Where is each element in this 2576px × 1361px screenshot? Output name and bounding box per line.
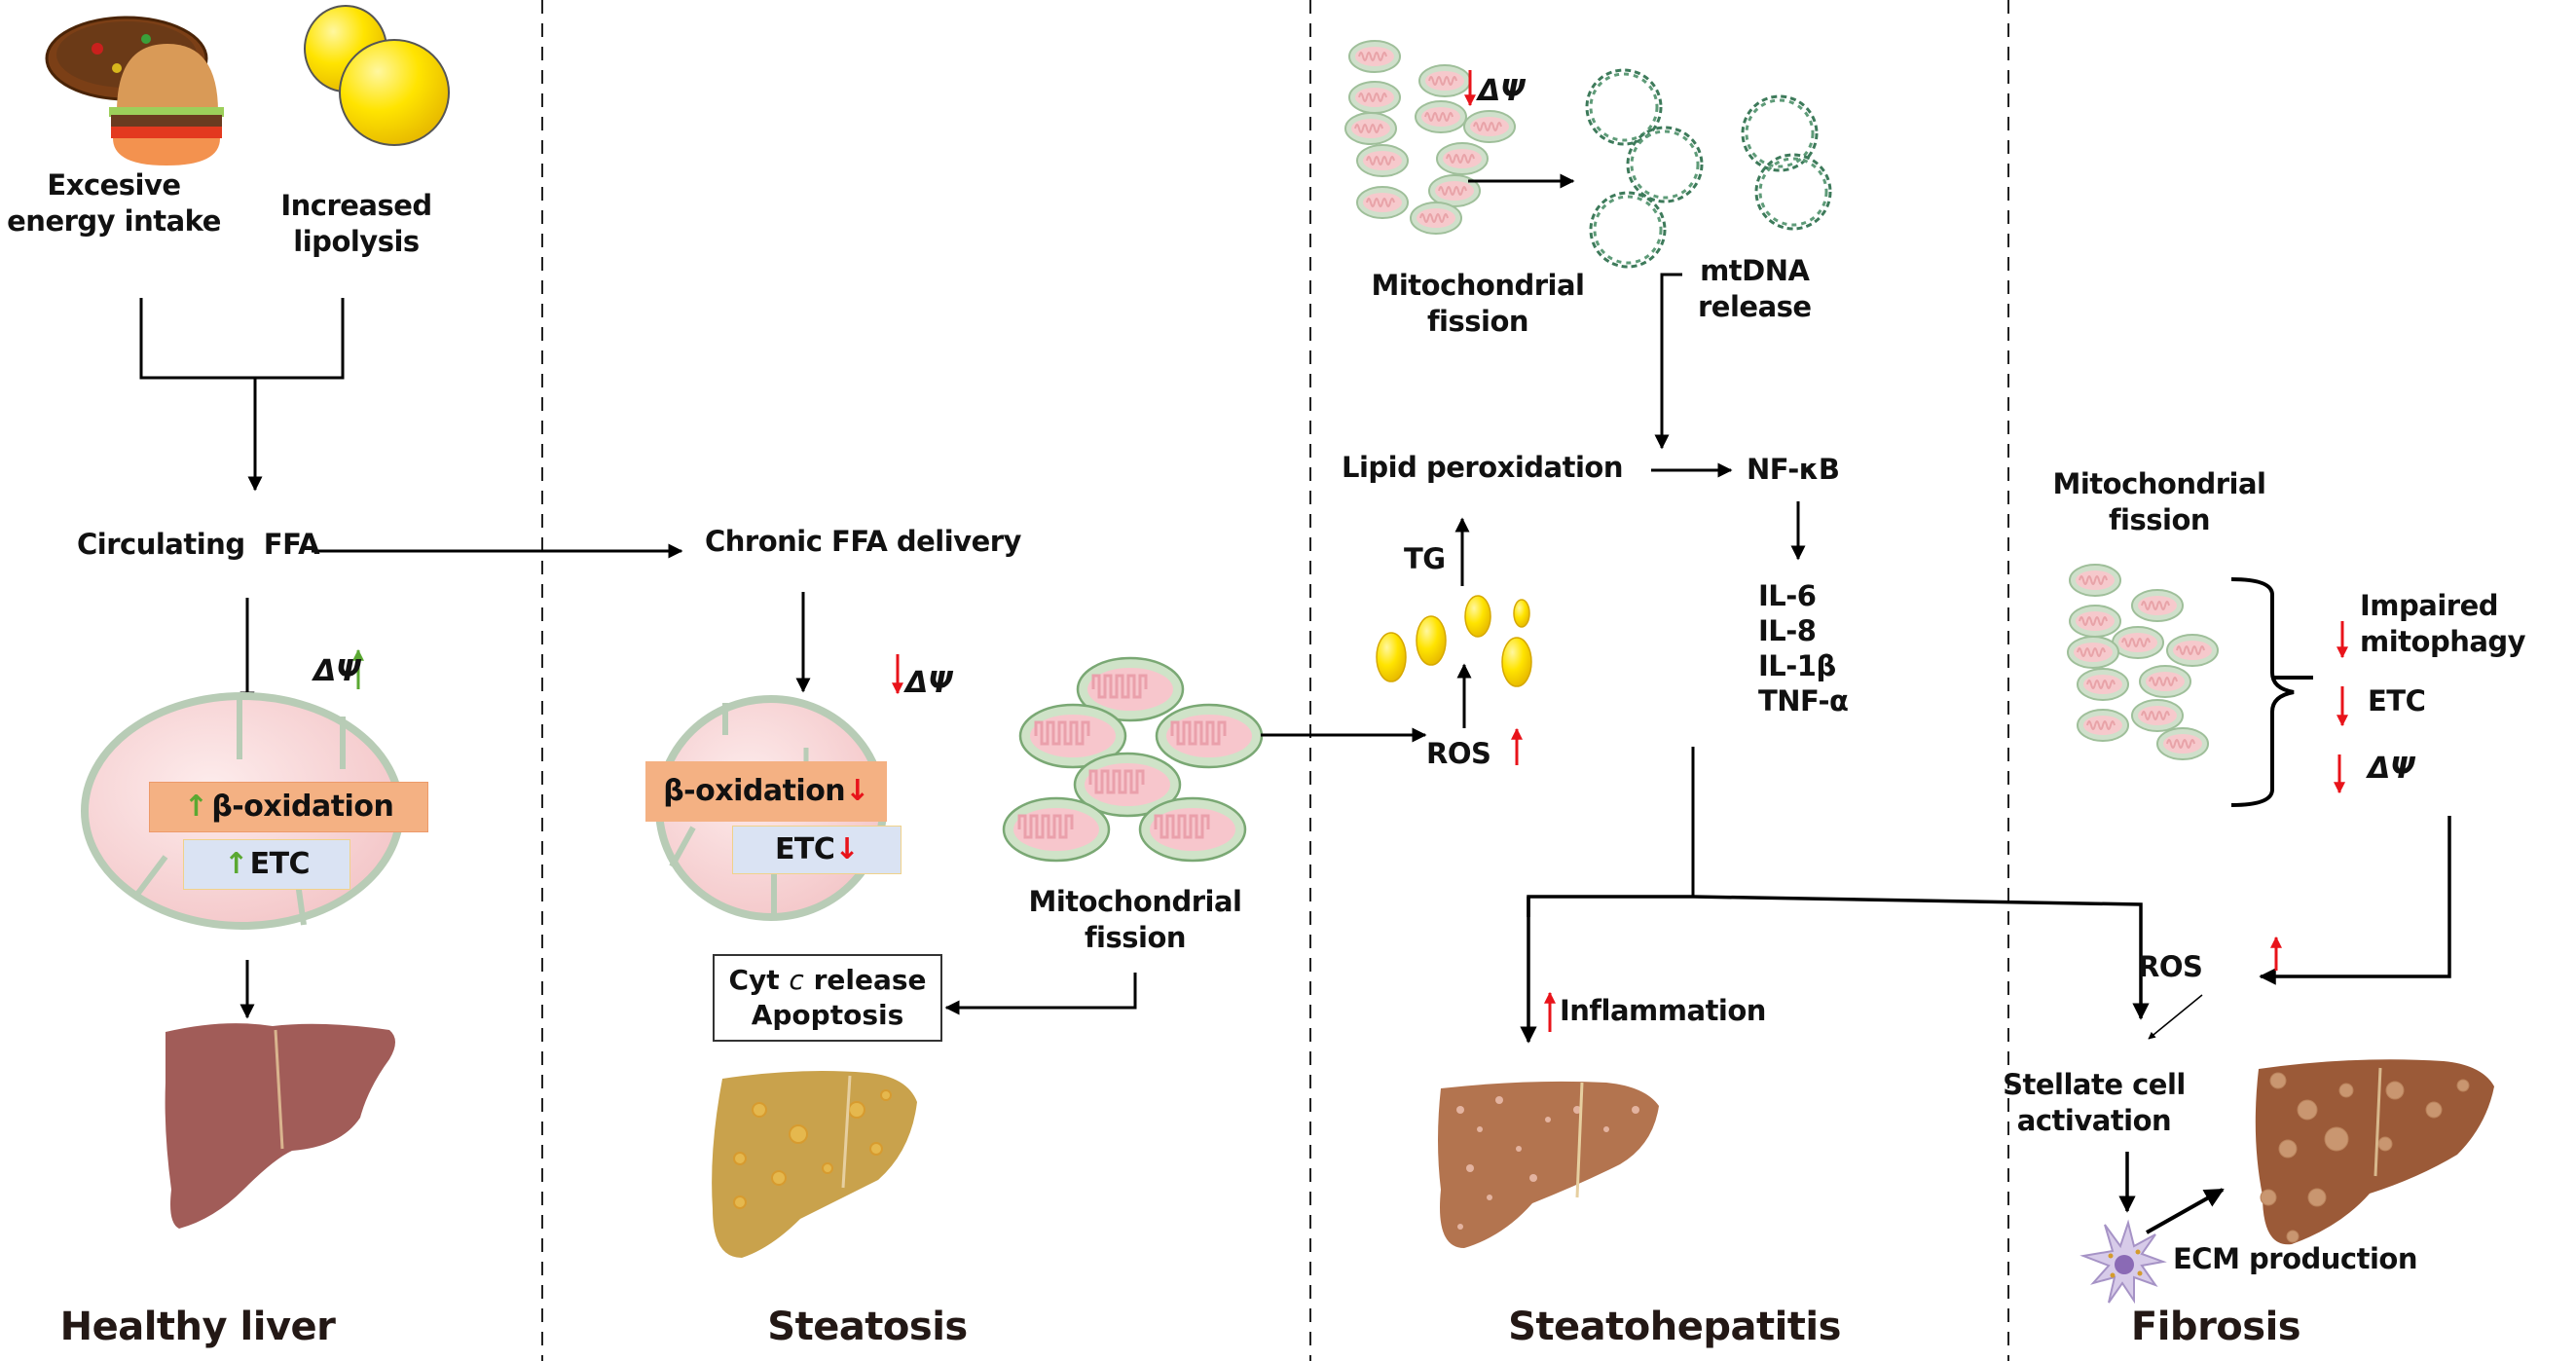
cytokine-il8: IL-8 [1758, 614, 1817, 647]
fragmented-mitochondria-fibrosis [2067, 564, 2219, 760]
mitochondrial-fission-label-nash: Mitochondrial fission [1371, 268, 1585, 340]
cyt-c-release-label: Cyt c release [715, 963, 940, 998]
delta-psi-healthy: ΔΨ [313, 654, 361, 688]
ros-label-fibrosis: ROS [2138, 950, 2203, 983]
beta-oxidation-label: β-oxidation [663, 774, 846, 808]
tg-label: TG [1404, 542, 1446, 575]
down-arrow-icon: ↓ [845, 774, 869, 808]
cytokine-il6: IL-6 [1758, 579, 1817, 612]
apoptosis-label: Apoptosis [751, 999, 904, 1031]
up-arrow-icon: ↑ [183, 790, 208, 824]
stage-title-fibrosis: Fibrosis [2130, 1305, 2301, 1349]
cytokine-list: IL-6 IL-8 IL-1β TNF-α [1758, 578, 1849, 718]
label-line: Impaired [2360, 589, 2499, 622]
delta-psi-fibrosis: ΔΨ [2368, 752, 2415, 786]
etc-label: ETC [774, 832, 835, 866]
steatohepatitis-liver-image [1438, 1081, 1659, 1248]
text: Cyt [728, 964, 790, 996]
fragmented-mitochondria-nash [1344, 40, 1516, 235]
chronic-ffa-delivery-label: Chronic FFA delivery [705, 525, 1021, 558]
mtdna-release-label: mtDNA release [1698, 253, 1812, 325]
impaired-mitophagy-label: Impaired mitophagy [2360, 588, 2526, 660]
label-line: fission [1084, 921, 1187, 954]
label-line: Mitochondrial [1028, 885, 1242, 918]
down-arrow-icon: ↓ [834, 832, 860, 866]
beta-oxidation-box-healthy: ↑ β-oxidation [149, 782, 428, 832]
ros-label-nash: ROS [1426, 737, 1491, 770]
beta-oxidation-label: β-oxidation [211, 790, 394, 824]
label-line: activation [2016, 1104, 2172, 1137]
fat-droplets-icon [304, 5, 450, 146]
label-line: fission [1426, 305, 1529, 338]
text: release [803, 964, 927, 996]
label-line: mtDNA [1700, 254, 1810, 287]
label-line: release [1698, 290, 1812, 323]
label-line: Excesive [47, 168, 181, 202]
etc-label-fibrosis: ETC [2368, 684, 2426, 717]
mitochondrial-fission-label-steatosis: Mitochondrial fission [1028, 884, 1242, 956]
circulating-ffa-label: Circulating FFA [77, 528, 320, 561]
label-line: Increased [280, 189, 432, 222]
nfkb-label: NF-κB [1747, 453, 1840, 486]
increased-lipolysis-label: Increased lipolysis [280, 188, 432, 260]
ecm-production-label: ECM production [2173, 1242, 2418, 1275]
stage-title-steatohepatitis: Steatohepatitis [1508, 1305, 1841, 1349]
delta-psi-steatosis: ΔΨ [905, 666, 953, 700]
cytokine-tnfa: TNF-α [1758, 684, 1849, 717]
fragmented-mitochondria-steatosis [1002, 656, 1264, 863]
fibrosis-liver-image [2255, 1059, 2494, 1245]
label-line: mitophagy [2360, 625, 2526, 658]
etc-box-steatosis: ETC ↓ [732, 826, 902, 874]
stage-title-healthy: Healthy liver [59, 1305, 336, 1349]
lipid-droplets [1376, 595, 1532, 687]
label-line: Mitochondrial [2052, 467, 2266, 500]
beta-oxidation-box-steatosis-fill: β-oxidation ↓ [645, 761, 887, 822]
junk-food-icon [45, 16, 224, 166]
label-line: energy intake [7, 204, 221, 238]
inflammation-label: Inflammation [1560, 994, 1766, 1027]
lipid-peroxidation-label: Lipid peroxidation [1342, 451, 1623, 484]
etc-box-healthy: ↑ ETC [183, 839, 350, 890]
label-line: fission [2108, 503, 2211, 536]
stellate-cell-image [2079, 1219, 2167, 1305]
cytokine-il1b: IL-1β [1758, 649, 1836, 682]
delta-psi-nash: ΔΨ [1478, 74, 1526, 108]
steatosis-liver-image [712, 1071, 917, 1258]
label-line: lipolysis [293, 225, 420, 258]
up-arrow-icon: ↑ [223, 847, 248, 881]
cyt-c-apoptosis-box: Cyt c release Apoptosis [713, 954, 942, 1042]
mtdna-circles [1585, 68, 1832, 269]
stage-title-steatosis: Steatosis [767, 1305, 968, 1349]
text-italic: c [789, 964, 804, 996]
excessive-energy-intake-label: Excesive energy intake [7, 167, 221, 239]
etc-label: ETC [249, 847, 311, 881]
label-line: Mitochondrial [1371, 269, 1585, 302]
healthy-liver-image [165, 1023, 395, 1229]
label-line: Stellate cell [2003, 1068, 2186, 1101]
mitochondrial-fission-label-fibrosis: Mitochondrial fission [2052, 466, 2266, 538]
stellate-cell-activation-label: Stellate cell activation [2003, 1067, 2186, 1139]
